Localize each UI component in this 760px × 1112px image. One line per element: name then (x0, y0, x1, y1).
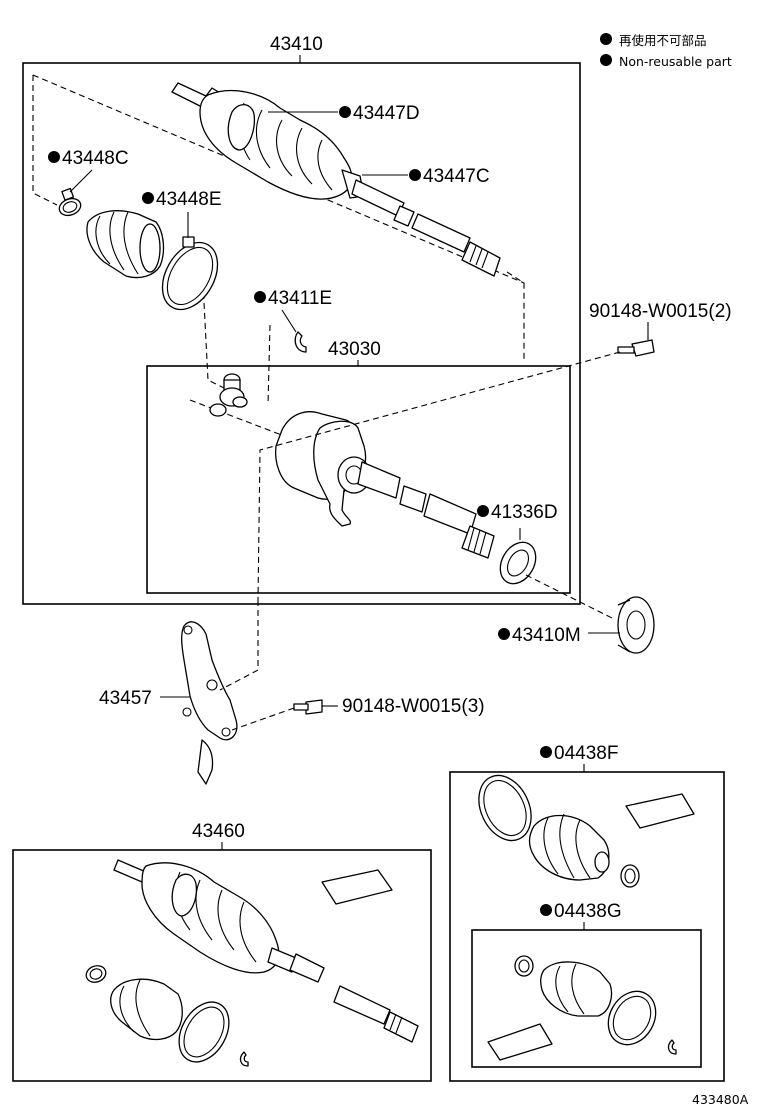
group-frame-04438G (471, 929, 702, 1068)
bolt-90148-2[interactable] (617, 339, 655, 357)
bolt-90148-3[interactable] (293, 699, 323, 715)
clamp-43448C[interactable] (57, 187, 83, 219)
inboard-joint-housing[interactable] (274, 411, 495, 559)
non-reusable-marker-icon (48, 151, 60, 163)
part-number-90148-W0015-2: 90148-W0015(2) (589, 301, 732, 322)
part-number-43448E: 43448E (156, 189, 222, 210)
explode-line (257, 351, 621, 601)
group-frame-43460 (12, 849, 432, 1082)
grease-pack-icon (487, 1023, 553, 1061)
assembly-43030[interactable]: 43030 (146, 339, 571, 594)
label-43448E[interactable]: 43448E (142, 189, 222, 238)
snap-ring-43411E[interactable] (294, 331, 307, 353)
bearing-43410M[interactable] (617, 596, 655, 654)
non-reusable-marker-icon (254, 291, 266, 303)
kit-04438F-parts (478, 774, 695, 888)
leader-line (281, 309, 297, 333)
bracket-43457[interactable] (181, 621, 238, 785)
non-reusable-marker-icon (498, 628, 510, 640)
label-43447C[interactable]: 43447C (362, 166, 490, 187)
group-label-04438F: 04438F (554, 743, 618, 764)
explode-line (231, 707, 295, 731)
outer-joint-shaft[interactable] (171, 82, 501, 277)
label-43411E[interactable]: 43411E (254, 288, 332, 333)
oil-seal-41336D[interactable] (493, 528, 543, 590)
grease-pack-icon (321, 869, 393, 905)
group-label-04438G: 04438G (554, 901, 622, 922)
part-number-43447D: 43447D (353, 103, 420, 124)
kit-04438G-parts (487, 955, 677, 1061)
label-41336D[interactable]: 41336D (477, 502, 558, 523)
non-reusable-marker-icon (339, 106, 351, 118)
non-reusable-marker-icon (600, 54, 612, 66)
group-label-43460: 43460 (192, 821, 245, 842)
explode-line (219, 600, 259, 691)
group-label-43410: 43410 (270, 34, 323, 55)
assembly-43460-parts (85, 859, 419, 1067)
part-number-43410M: 43410M (512, 625, 581, 646)
non-reusable-marker-icon (540, 904, 552, 916)
explode-lines-top (32, 74, 525, 443)
legend-english: Non-reusable part (619, 54, 732, 69)
explode-line (525, 574, 613, 619)
label-43457[interactable]: 43457 (99, 688, 190, 709)
label-43448C[interactable]: 43448C (48, 148, 129, 193)
inner-boot[interactable] (86, 210, 165, 279)
group-frame-43030 (146, 365, 571, 594)
kit-04438G[interactable]: 04438G (471, 901, 702, 1068)
label-43447D[interactable]: 43447D (268, 103, 420, 124)
clamp-43448E[interactable] (151, 233, 229, 319)
non-reusable-marker-icon (142, 192, 154, 204)
assembly-43460[interactable]: 43460 (12, 821, 432, 1082)
group-frame-04438F (449, 771, 725, 1082)
part-number-43448C: 43448C (62, 148, 129, 169)
group-label-43030: 43030 (328, 339, 381, 360)
non-reusable-marker-icon (540, 746, 552, 758)
non-reusable-marker-icon (477, 505, 489, 517)
leader-line (69, 169, 93, 193)
part-number-43457: 43457 (99, 688, 152, 709)
label-90148-3[interactable]: 90148-W0015(3) (322, 696, 485, 717)
figure-id: 433480A (692, 1092, 749, 1107)
kit-04438F[interactable]: 04438F (449, 743, 725, 1082)
part-number-43411E: 43411E (268, 288, 332, 309)
assembly-43410[interactable]: 43410 (22, 34, 581, 605)
non-reusable-marker-icon (409, 169, 421, 181)
group-frame-43410 (22, 62, 581, 605)
part-number-90148-W0015-3: 90148-W0015(3) (342, 696, 485, 717)
label-90148-2[interactable]: 90148-W0015(2) (589, 301, 732, 340)
non-reusable-marker-icon (600, 33, 612, 45)
legend-japanese: 再使用不可部品 (619, 33, 707, 48)
legend: 再使用不可部品 Non-reusable part (600, 33, 732, 69)
grease-pack-icon (625, 793, 695, 829)
part-number-43447C: 43447C (423, 166, 490, 187)
tripod-joint[interactable] (209, 373, 248, 417)
part-number-41336D: 41336D (491, 502, 558, 523)
label-43410M[interactable]: 43410M (498, 625, 620, 646)
